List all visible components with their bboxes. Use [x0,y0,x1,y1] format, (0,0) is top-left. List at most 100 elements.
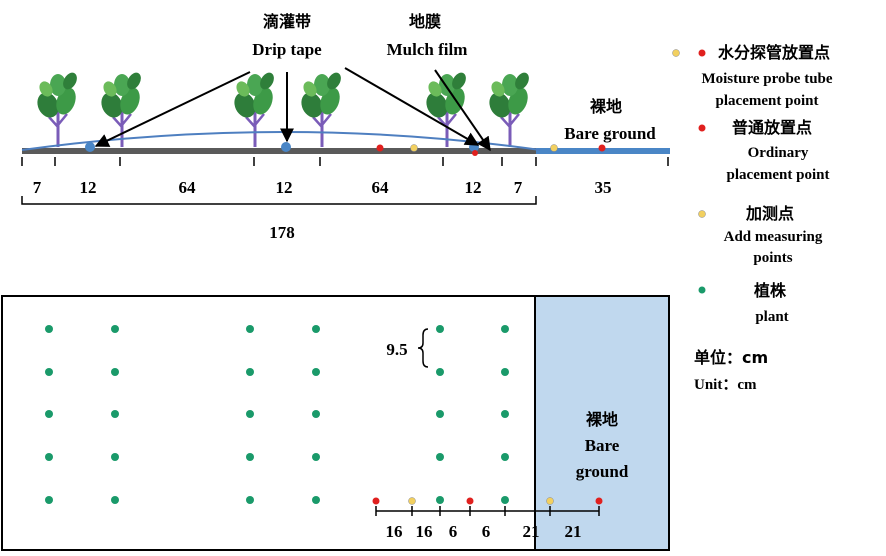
plant-dot [312,368,320,376]
plant-dot [111,453,119,461]
dim-label: 12 [465,178,482,197]
dim-label: 12 [276,178,293,197]
plant-dot [501,496,509,504]
tree-icon [228,68,279,149]
plant-dot [111,410,119,418]
plant-dot [111,496,119,504]
add-measuring-point [410,144,418,152]
ordinary-point [598,144,606,152]
legend-add-en-1: Add measuring [724,229,823,245]
ordinary-point [372,497,380,505]
total-label: 178 [269,223,295,242]
dim-label: 64 [372,178,390,197]
cross-section: 滴灌带 Drip tape 地膜 Mulch film 裸地 Bare grou… [21,12,670,242]
plan-dim-label: 21 [523,522,540,541]
plan-frame [1,295,670,551]
spacing-brace [417,328,429,368]
legend-plant-marker [698,286,706,294]
legend-moisture-en-2: placement point [716,93,819,109]
plan-view: 9.5 裸地 Bare ground 16 16 6 6 21 21 [1,295,670,551]
legend-ordinary-marker [698,124,706,132]
dim-label: 7 [33,178,42,197]
plant-dot [436,453,444,461]
bare-ground-label-en: Bare ground [564,124,656,143]
plant-grid [45,325,509,504]
plan-dim-label: 6 [482,522,491,541]
legend-ordinary-zh: 普通放置点 [732,118,812,137]
legend-ordinary-en-1: Ordinary [748,145,809,161]
plant-dot [501,368,509,376]
plan-dim-label: 16 [386,522,403,541]
plant-dot [111,368,119,376]
plant-dot [45,325,53,333]
drip-tape-label-en: Drip tape [252,40,322,59]
plan-dim-label: 16 [416,522,433,541]
plant-dot [246,410,254,418]
dim-label: 64 [179,178,197,197]
legend-plant-en: plant [755,309,788,325]
plan-bare-en-1: Bare [585,436,620,455]
plant-dot [436,496,444,504]
legend-ordinary-en-2: placement point [727,167,830,183]
drip-tape-marker [85,142,95,152]
plant-dot [436,410,444,418]
plant-dot [246,496,254,504]
plant-dot [436,325,444,333]
plan-bare-en-2: ground [576,462,629,481]
ordinary-point [376,144,384,152]
plant-dot [246,325,254,333]
legend-add-en-2: points [753,250,792,266]
mulch-film-label-en: Mulch film [387,40,468,59]
ordinary-point [472,150,478,156]
plant-dot [45,496,53,504]
drip-arrow [94,71,251,147]
plant-dot [501,325,509,333]
spacing-label: 9.5 [386,340,407,359]
add-measuring-point [408,497,416,505]
total-bracket [21,196,537,205]
dim-label: 35 [595,178,612,197]
legend-add-zh: 加测点 [745,204,794,223]
plant-dot [501,453,509,461]
legend-moisture-marker [698,49,706,57]
legend-moisture-zh: 水分探管放置点 [718,43,830,62]
plan-dim-label: 21 [565,522,582,541]
unit-label-en: Unit：cm [694,377,757,393]
bare-ground-area [535,296,669,550]
dim-label: 12 [80,178,97,197]
tree-icon [483,68,534,149]
plant-dot [312,325,320,333]
plant-dot [436,368,444,376]
tree-icon [31,68,82,149]
legend: 水分探管放置点 Moisture probe tube placement po… [672,43,833,393]
plan-bare-zh: 裸地 [586,410,618,429]
mulch-film-label-zh: 地膜 [409,12,441,31]
legend-plant-zh: 植株 [753,281,787,300]
plant-dot [45,410,53,418]
drip-tape-marker [281,142,291,152]
plant-dot [246,453,254,461]
plant-dot [111,325,119,333]
add-measuring-point [550,144,558,152]
plan-dim-label: 6 [449,522,458,541]
plant-dot [45,368,53,376]
plant-dot [45,453,53,461]
dim-label: 7 [514,178,523,197]
plant-dot [312,496,320,504]
plant-dot [246,368,254,376]
mulched-ground [22,148,542,154]
bare-ground-label-zh: 裸地 [590,97,622,116]
ordinary-point [595,497,603,505]
tree-icon [95,68,146,149]
plant-dot [312,453,320,461]
drip-arrow [344,67,480,146]
tree-icon [295,68,346,149]
legend-moisture-en-1: Moisture probe tube [701,71,832,87]
mulch-arrow [434,69,491,152]
drip-tape-label-zh: 滴灌带 [263,12,311,31]
unit-label-zh: 单位：cm [694,348,768,367]
ordinary-point [466,497,474,505]
plant-dot [312,410,320,418]
add-measuring-point [546,497,554,505]
